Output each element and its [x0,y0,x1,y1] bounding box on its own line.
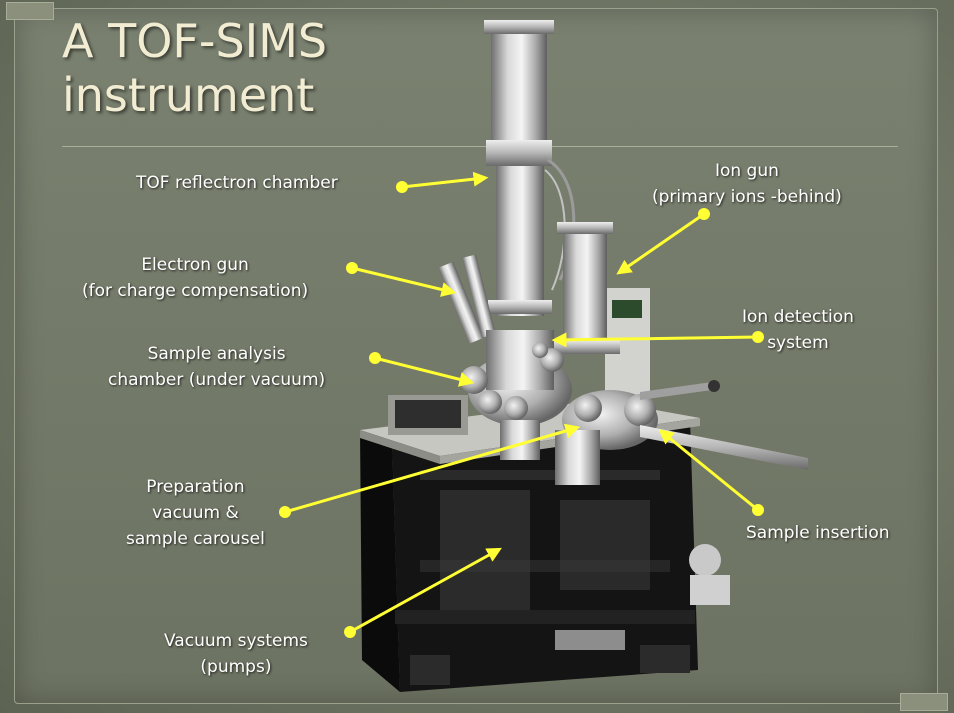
label-ion-detection-line-1: Ion detection [742,307,854,327]
tof-column [484,20,576,316]
slide-title: A TOF-SIMS instrument [62,14,327,122]
label-preparation-line-2: vacuum & [152,503,239,523]
label-preparation-line-3: sample carousel [126,529,265,549]
label-vacuum-systems: Vacuum systems (pumps) [164,628,308,680]
corner-tab-top-left [6,2,54,20]
title-line-1: A TOF-SIMS [62,14,328,68]
label-electron-gun: Electron gun (for charge compensation) [82,252,308,304]
label-ion-detection-line-2: system [767,333,829,353]
label-electron-gun-line-2: (for charge compensation) [82,281,309,301]
label-ion-detection-system: Ion detection system [742,304,854,356]
label-ion-gun-line-1: Ion gun [714,161,779,181]
preparation-chamber [555,390,658,485]
label-tof-reflectron-chamber: TOF reflectron chamber [136,170,338,196]
label-electron-gun-line-1: Electron gun [141,255,249,275]
title-line-2: instrument [62,68,315,122]
label-vacuum-systems-line-1: Vacuum systems [164,631,308,651]
title-divider [62,146,898,147]
label-vacuum-systems-line-2: (pumps) [200,657,272,677]
label-ion-gun-line-2: (primary ions -behind) [652,187,842,207]
label-sample-analysis-line-2: chamber (under vacuum) [108,370,326,390]
label-sample-analysis-chamber: Sample analysis chamber (under vacuum) [108,341,325,393]
label-preparation-vacuum: Preparation vacuum & sample carousel [126,474,265,552]
corner-tab-bottom-right [900,693,948,711]
label-sample-analysis-line-1: Sample analysis [147,344,286,364]
label-sample-insertion: Sample insertion [746,520,890,546]
label-sample-insertion-line-1: Sample insertion [746,523,890,543]
label-tof-reflectron-line-1: TOF reflectron chamber [136,173,338,193]
label-preparation-line-1: Preparation [146,477,245,497]
label-ion-gun: Ion gun (primary ions -behind) [652,158,842,210]
ion-gun-column [550,222,620,354]
support-frame [360,418,730,692]
